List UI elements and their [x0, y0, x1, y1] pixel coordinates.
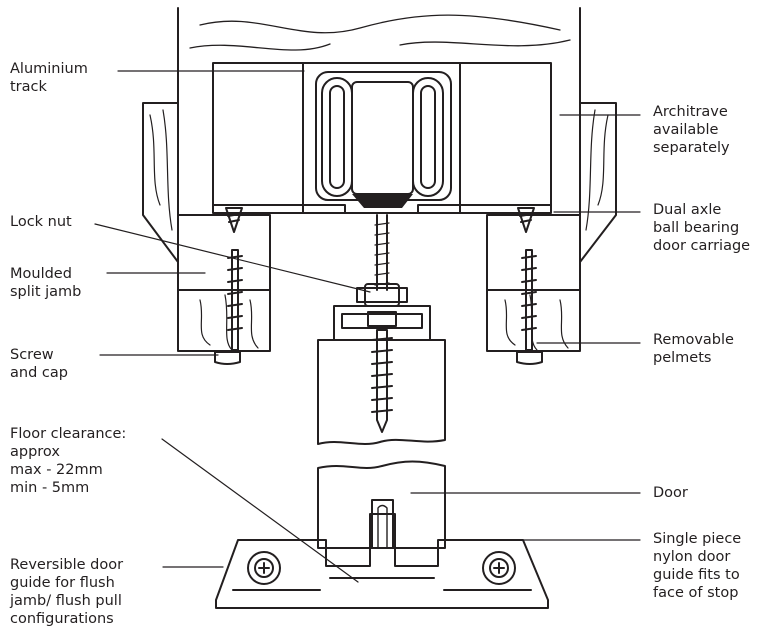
label-aluminium-track: Aluminium track: [10, 61, 88, 95]
label-architrave: Architrave available separately: [653, 104, 730, 156]
leader-lines: [94, 70, 641, 583]
label-lock-nut: Lock nut: [10, 214, 72, 230]
split-jamb-right: [486, 214, 581, 352]
label-single-piece-guide: Single piece nylon door guide fits to fa…: [653, 531, 742, 601]
split-jamb-left: [177, 214, 271, 352]
label-reversible-door-guide: Reversible door guide for flush jamb/ fl…: [10, 557, 124, 627]
architrave-left: [142, 102, 179, 263]
label-floor-clearance: Floor clearance: approx max - 22mm min -…: [10, 426, 127, 496]
door-top-fitting: [333, 305, 431, 341]
aluminium-track: [212, 62, 552, 214]
floor-guide: [215, 513, 549, 609]
threaded-rod: [356, 214, 408, 307]
timber-header: [177, 7, 581, 216]
label-dual-axle-carriage: Dual axle ball bearing door carriage: [653, 202, 751, 254]
jamb-screws: [214, 207, 543, 365]
door-carriage: [321, 77, 444, 197]
label-removable-pelmets: Removable pelmets: [653, 332, 734, 366]
label-door: Door: [653, 485, 688, 501]
architrave-right: [579, 102, 617, 263]
dark-parts: [352, 194, 413, 208]
label-screw-and-cap: Screw and cap: [10, 347, 68, 381]
door-bottom: [317, 460, 446, 549]
label-moulded-split-jamb: Moulded split jamb: [10, 266, 82, 300]
door-top: [317, 329, 446, 445]
